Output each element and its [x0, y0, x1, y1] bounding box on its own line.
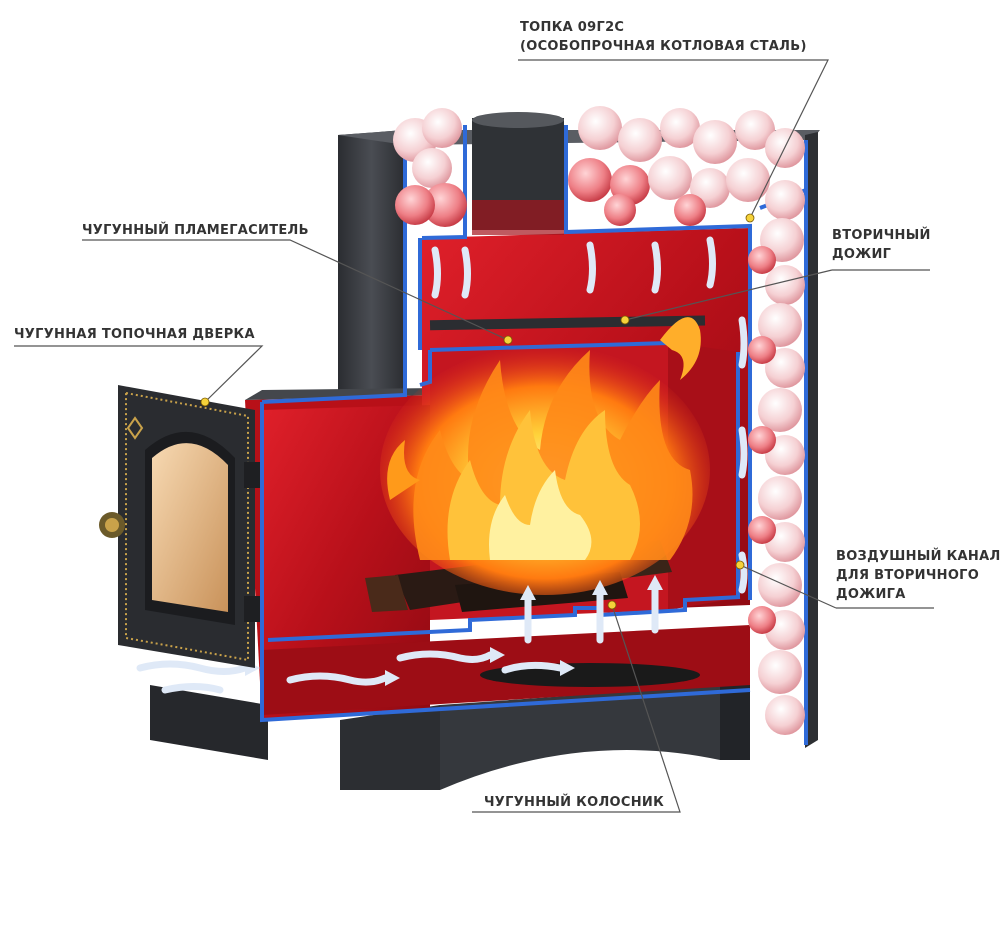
- flame-baffle: [429, 315, 706, 331]
- label-firebox-door: ЧУГУННАЯ ТОПОЧНАЯ ДВЕРКА: [14, 325, 255, 344]
- label-flame-baffle: ЧУГУННЫЙ ПЛАМЕГАСИТЕЛЬ: [82, 221, 309, 240]
- label-air-channel-line2: ДЛЯ ВТОРИЧНОГО: [836, 568, 980, 583]
- label-secondary-burn-line1: ВТОРИЧНЫЙ: [832, 228, 931, 243]
- label-air-channel: ВОЗДУШНЫЙ КАНАЛ ДЛЯ ВТОРИЧНОГО ДОЖИГА: [836, 547, 1000, 604]
- label-firebox-steel-line2: (ОСОБОПРОЧНАЯ КОТЛОВАЯ СТАЛЬ): [520, 39, 807, 54]
- label-firebox-steel-line1: ТОПКА 09Г2С: [520, 20, 625, 35]
- air-flow-arrows: [136, 236, 748, 694]
- air-flow-arrowheads: [245, 575, 663, 686]
- label-firebox-steel: ТОПКА 09Г2С (ОСОБОПРОЧНАЯ КОТЛОВАЯ СТАЛЬ…: [520, 18, 807, 56]
- label-air-channel-line3: ДОЖИГА: [836, 587, 906, 602]
- cast-iron-door: [99, 385, 260, 668]
- label-grate-line1: ЧУГУННЫЙ КОЛОСНИК: [484, 795, 665, 810]
- leader-lines: [14, 59, 934, 813]
- label-secondary-burn: ВТОРИЧНЫЙ ДОЖИГ: [832, 226, 931, 264]
- label-firebox-door-line1: ЧУГУННАЯ ТОПОЧНАЯ ДВЕРКА: [14, 327, 255, 342]
- fire-flames: [380, 317, 710, 595]
- label-grate: ЧУГУННЫЙ КОЛОСНИК: [484, 793, 664, 812]
- coals: [480, 663, 700, 687]
- sauna-stones: [393, 106, 805, 735]
- marker-dots: [200, 213, 755, 610]
- label-flame-baffle-line1: ЧУГУННЫЙ ПЛАМЕГАСИТЕЛЬ: [82, 223, 309, 238]
- label-air-channel-line1: ВОЗДУШНЫЙ КАНАЛ: [836, 549, 1000, 564]
- stove-base: [150, 675, 750, 790]
- label-secondary-burn-line2: ДОЖИГ: [832, 247, 892, 262]
- chimney-pipe: [472, 112, 564, 235]
